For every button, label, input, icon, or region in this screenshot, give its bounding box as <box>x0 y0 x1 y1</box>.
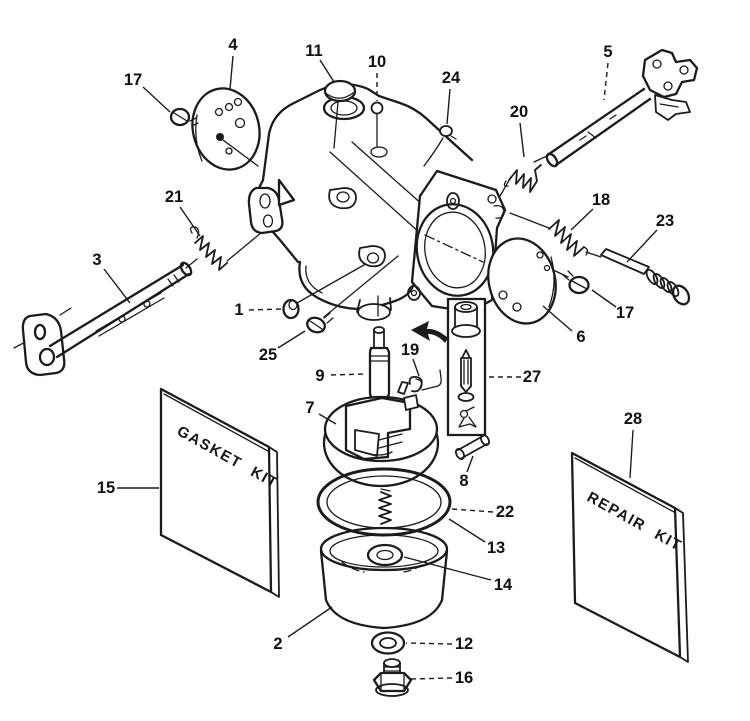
callout-27-needle-valve-assembly: 27 <box>523 368 541 386</box>
callout-21-link-spring: 21 <box>165 188 183 206</box>
leader-line-float <box>318 413 337 425</box>
leader-line-cover-plate-right <box>542 305 573 332</box>
leader-line-needle-spring <box>570 208 594 231</box>
bowl-washer <box>366 543 404 567</box>
repair-kit-packet: REPAIR KIT <box>570 451 689 663</box>
cover-plate-right <box>487 237 557 325</box>
float-hinge-pin <box>455 434 490 460</box>
float <box>322 381 440 488</box>
callout-14-bowl-washer: 14 <box>494 576 513 594</box>
drain-bolt <box>372 658 413 697</box>
callout-20-link-spring: 20 <box>510 103 528 121</box>
callout-3-choke-rod-link: 3 <box>92 251 101 269</box>
leader-line-bowl-screw <box>277 330 306 349</box>
leader-line-cover-plate-left <box>229 55 234 90</box>
cover-screw-right <box>562 270 590 295</box>
callout-5-throttle-rod-link: 5 <box>603 43 612 61</box>
leader-line-grommet <box>248 308 283 311</box>
leader-line-bowl-washer <box>403 556 492 581</box>
callout-28-repair-kit: 28 <box>624 410 642 428</box>
leader-line-cover-screw-left <box>142 86 171 113</box>
assembly-axis-lines <box>13 154 602 349</box>
throttle-rod-link <box>545 48 699 168</box>
callout-25-bowl-screw: 25 <box>259 346 277 364</box>
bowl-screw-25 <box>306 312 334 334</box>
nut-10 <box>370 101 384 147</box>
needle-spring-18 <box>548 219 589 257</box>
callout-10-nut: 10 <box>368 53 386 71</box>
screw-24 <box>439 125 457 143</box>
leader-line-clip-spring <box>412 358 420 377</box>
leader-line-drain-bolt <box>409 677 453 680</box>
direction-arrow <box>411 321 448 343</box>
callout-24-screw: 24 <box>442 69 461 87</box>
leader-line-link-spring <box>179 206 201 237</box>
callout-15-gasket-kit: 15 <box>97 479 115 497</box>
callout-9-main-nozzle: 9 <box>315 367 324 385</box>
callout-layer: 17 4 11 10 24 20 5 21 3 18 23 17 6 1 25 9 19 27 7 8 15 22 13 14… <box>92 36 674 687</box>
callout-7-float: 7 <box>305 399 314 417</box>
leader-line-choke-rod-link <box>103 268 131 304</box>
leader-line-cap-plug <box>319 59 335 83</box>
callout-13-bowl-gasket: 13 <box>487 539 505 557</box>
callout-16-drain-bolt: 16 <box>455 669 473 687</box>
choke-rod-link <box>21 261 193 377</box>
callout-19-clip-spring: 19 <box>401 341 419 359</box>
callout-12-drain-washer: 12 <box>455 635 473 653</box>
leader-line-bowl-gasket <box>448 518 486 543</box>
callout-17-cover-screw-left: 17 <box>124 71 142 89</box>
cap-plug <box>323 79 357 149</box>
grommet <box>282 298 300 320</box>
callout-11-cap-plug: 11 <box>305 42 322 60</box>
leader-line-throttle-rod-link <box>603 62 609 101</box>
clip-spring-19 <box>408 369 442 393</box>
callout-6-cover-plate-right: 6 <box>576 328 585 346</box>
idle-adjust-needle <box>600 248 691 306</box>
cover-screw-left <box>169 107 199 127</box>
needle-valve-assembly <box>411 297 487 437</box>
leader-line-link-spring <box>519 122 525 158</box>
leader-line-float-bowl <box>287 606 333 638</box>
leader-line-main-nozzle <box>330 373 368 376</box>
cover-plate-left <box>191 87 261 171</box>
callout-1-grommet: 1 <box>234 301 243 319</box>
float-bowl <box>319 526 449 630</box>
bowl-gasket <box>316 467 452 537</box>
callout-4-cover-plate-left: 4 <box>228 36 238 54</box>
diagram-artwork: GASKET KIT REPAIR KIT <box>13 48 699 697</box>
callout-22-bowl-spring: 22 <box>496 503 514 521</box>
callout-8-float-hinge-pin: 8 <box>459 472 468 490</box>
bowl-spring <box>378 488 392 525</box>
drain-washer <box>370 631 406 655</box>
leader-line-float-hinge-pin <box>466 455 474 473</box>
callout-23-idle-adjust-needle: 23 <box>656 212 674 230</box>
leader-line-repair-kit <box>629 429 634 479</box>
callout-2-float-bowl: 2 <box>273 635 282 653</box>
leader-line-idle-adjust-needle <box>626 229 658 263</box>
gasket-kit-packet: GASKET KIT <box>159 387 281 598</box>
leader-line-screw <box>446 88 451 125</box>
leader-line-cover-screw-right <box>591 289 617 308</box>
link-spring-21 <box>189 226 228 271</box>
callout-17-cover-screw-right: 17 <box>616 304 634 322</box>
leader-line-bowl-spring <box>451 508 494 513</box>
leader-line-drain-washer <box>405 642 453 645</box>
callout-18-needle-spring: 18 <box>592 191 610 209</box>
link-spring-20 <box>503 164 542 193</box>
